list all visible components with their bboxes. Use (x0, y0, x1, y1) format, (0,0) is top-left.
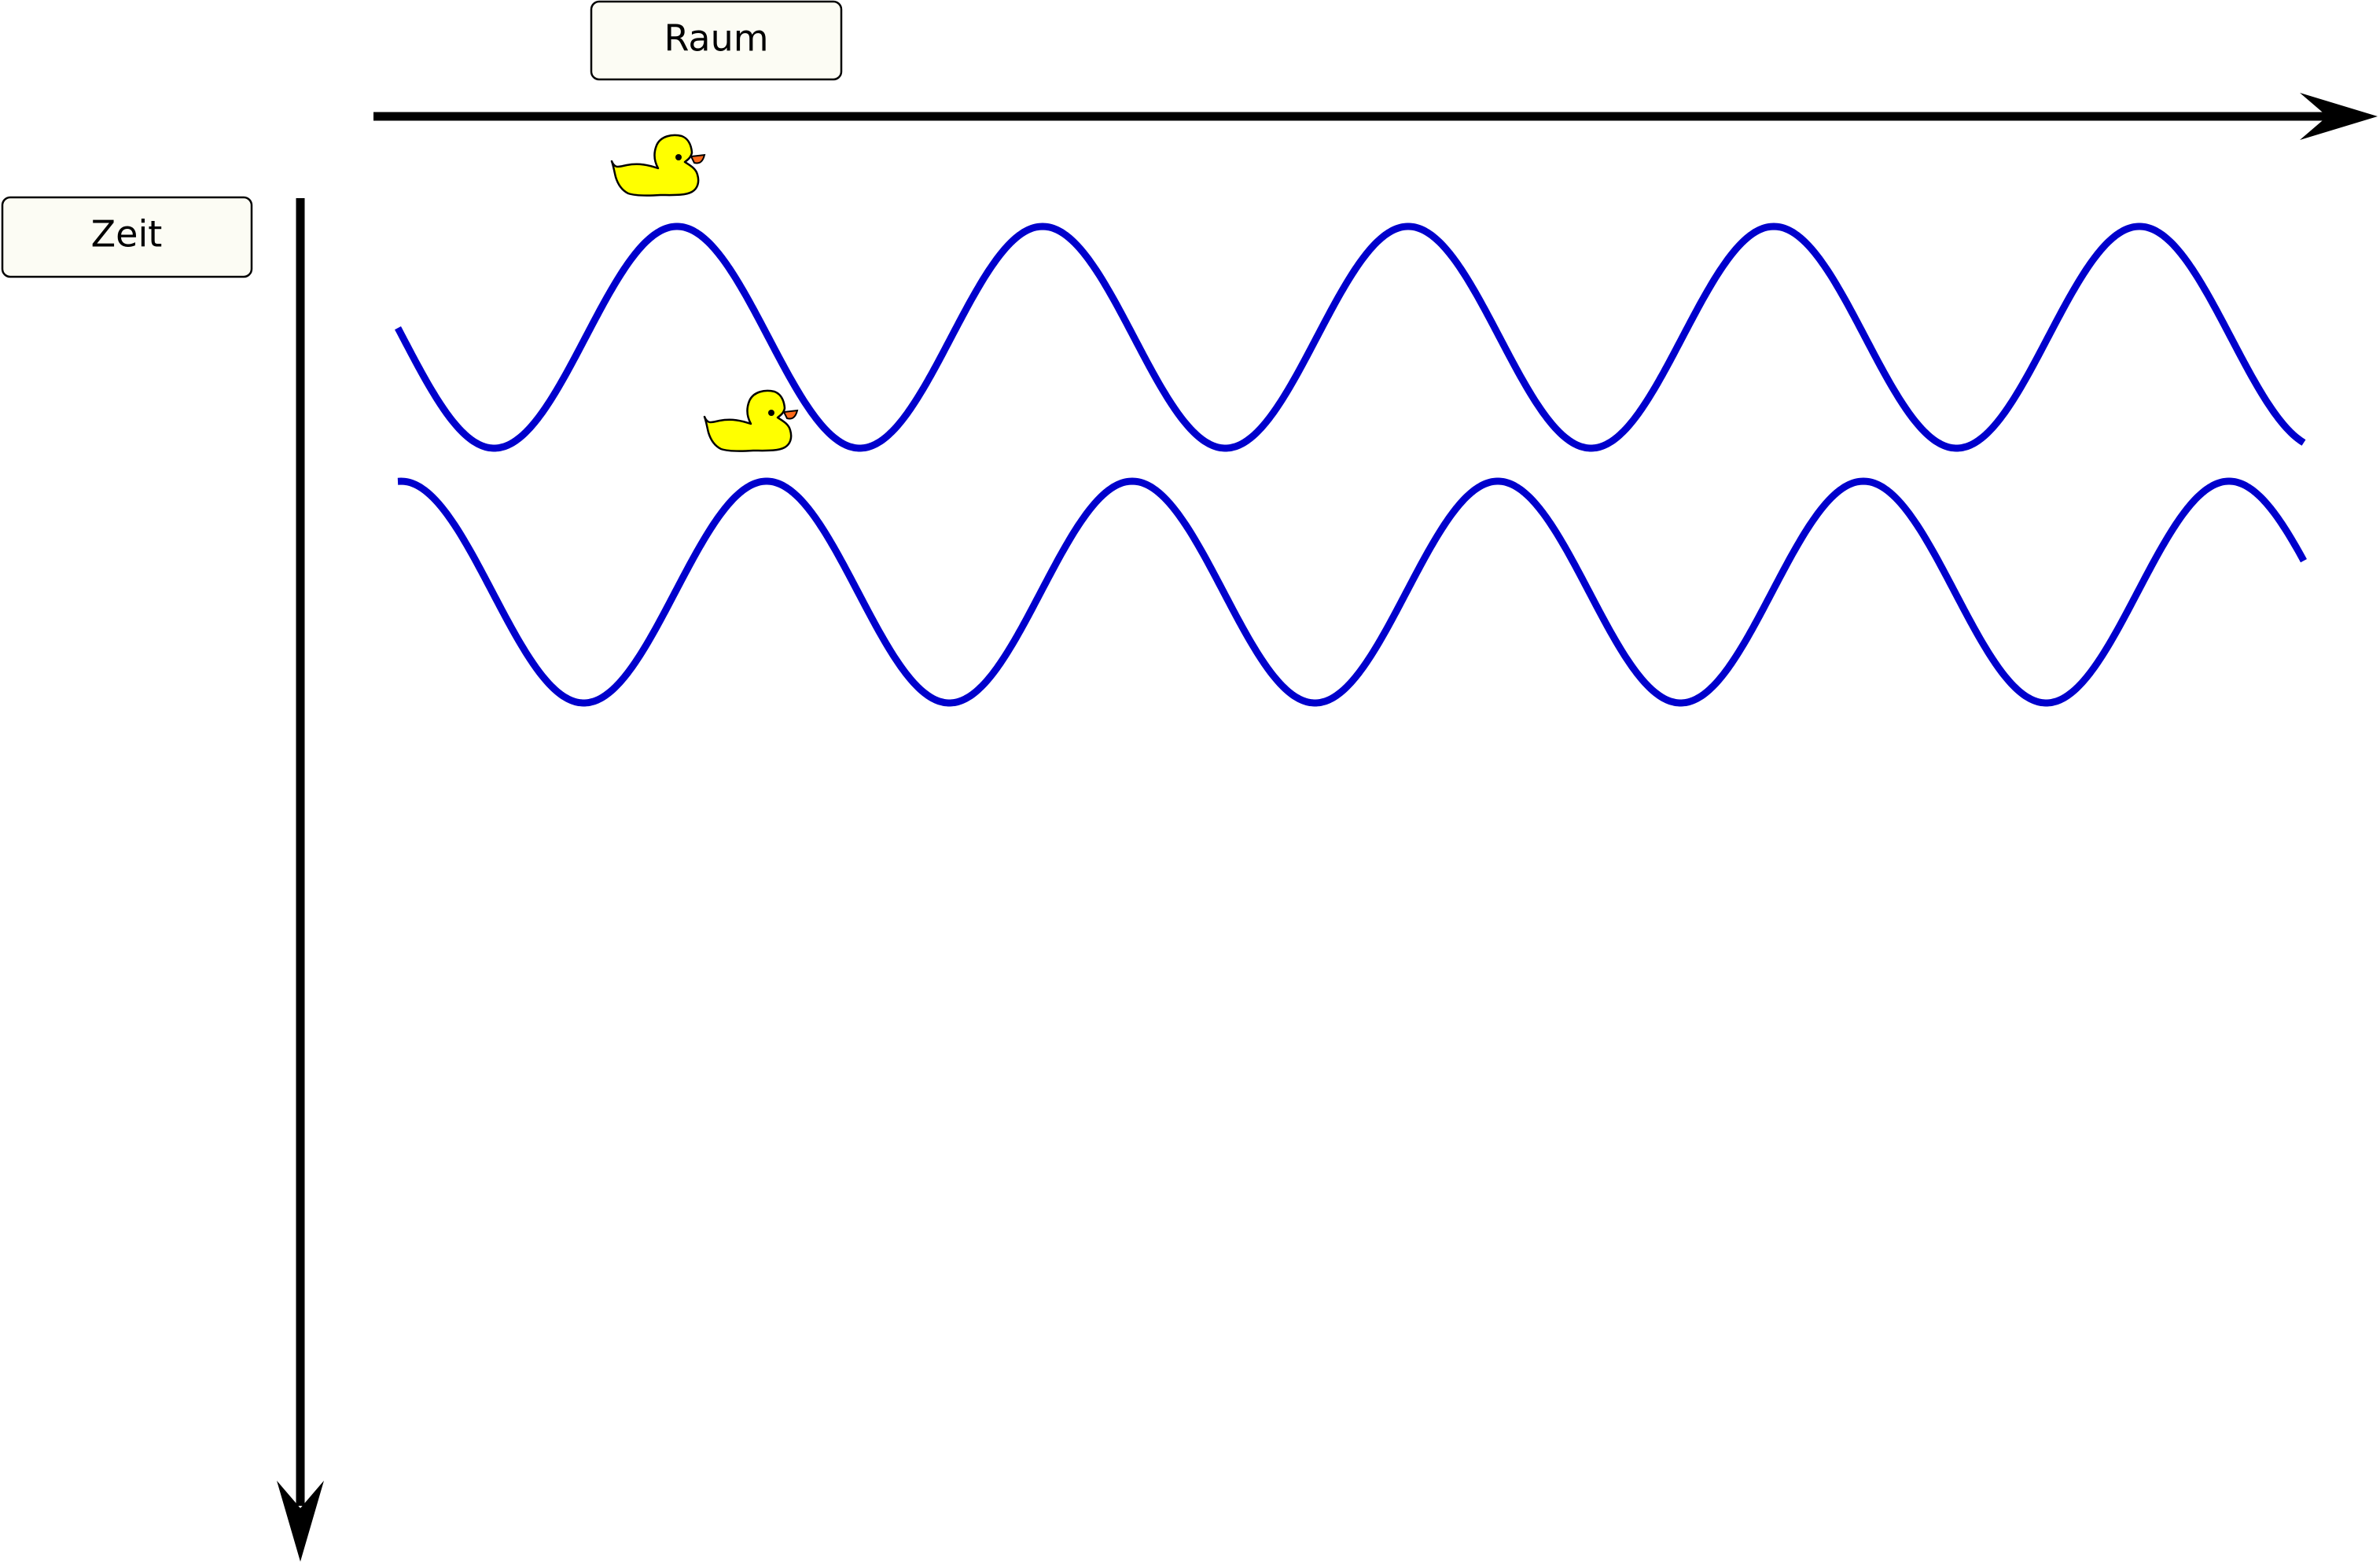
time-label: Zeit (1, 196, 253, 278)
wave-line (395, 223, 2306, 452)
space-axis-arrowhead (2300, 93, 2378, 140)
time-axis-arrowhead (277, 1481, 324, 1562)
wave-line (397, 477, 2307, 707)
duck-2 (703, 389, 799, 452)
time-label-text: Zeit (91, 213, 163, 256)
duck-1 (610, 134, 706, 197)
space-axis (373, 93, 2378, 140)
space-label-text: Raum (664, 17, 768, 60)
duck-beak (690, 153, 706, 164)
duck-eye (675, 154, 682, 160)
duck-body (703, 389, 793, 452)
space-label: Raum (590, 0, 843, 81)
duck-beak (782, 409, 799, 420)
duck-eye (768, 410, 774, 416)
time-label-box (1, 196, 253, 278)
time-axis (277, 198, 324, 1562)
waves (395, 223, 2307, 707)
space-label-box (590, 0, 843, 81)
duck-body (610, 134, 700, 197)
